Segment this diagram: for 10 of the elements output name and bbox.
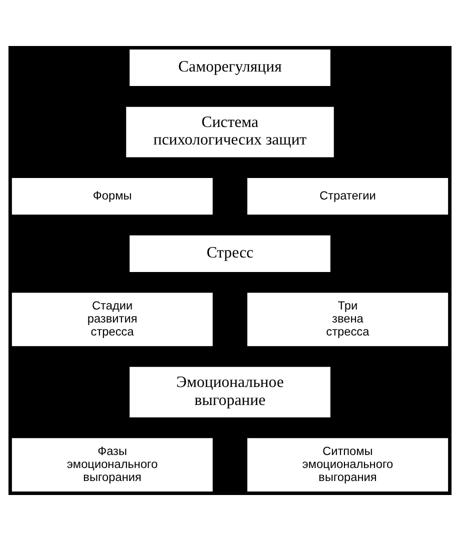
node-box: Формы <box>12 178 213 215</box>
node-box: Система психологичесих защит <box>126 106 334 158</box>
node-box: Фазы эмоционального выгорания <box>12 438 213 492</box>
node-box: Стресс <box>130 235 330 272</box>
node-box: Стратегии <box>247 178 448 215</box>
node-box: Эмоциональное выгорание <box>130 366 330 418</box>
node-box: Стадии развития стресса <box>12 292 213 346</box>
node-box: Ситпомы эмоционального выгорания <box>247 438 448 492</box>
node-box: Три звена стресса <box>247 292 448 346</box>
node-box: Саморегуляция <box>130 49 330 86</box>
